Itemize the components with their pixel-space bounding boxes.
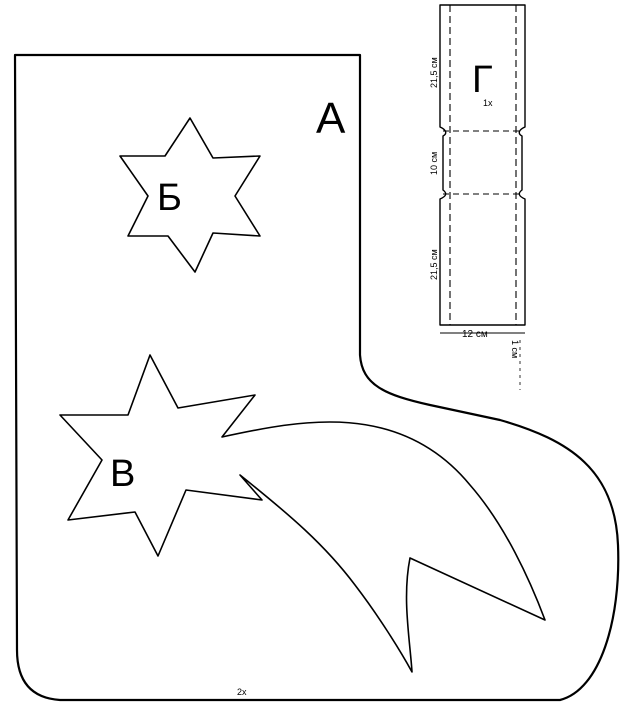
- stocking-label: А: [316, 94, 346, 143]
- shooting-star-outline: [59, 354, 546, 673]
- stocking-outline: [13, 53, 620, 702]
- star-b-outline: [119, 117, 261, 273]
- strip-label: Г: [472, 59, 493, 101]
- strip-dim-width-label: 12 см: [462, 329, 488, 340]
- star-b-label: Б: [157, 177, 182, 219]
- strip-seam-line: [449, 5, 517, 325]
- strip-outline: [439, 4, 526, 326]
- strip-dim-middle-label: 10 см: [429, 152, 439, 175]
- stocking-count-label: 2x: [237, 687, 247, 697]
- strip-dim-bottom-label: 21,5 см: [429, 249, 439, 280]
- strip-count-label: 1x: [483, 98, 493, 108]
- strip-allowance-label: 1 см: [510, 340, 520, 358]
- strip-dim-top-label: 21,5 см: [429, 57, 439, 88]
- shooting-star-label: В: [110, 453, 135, 495]
